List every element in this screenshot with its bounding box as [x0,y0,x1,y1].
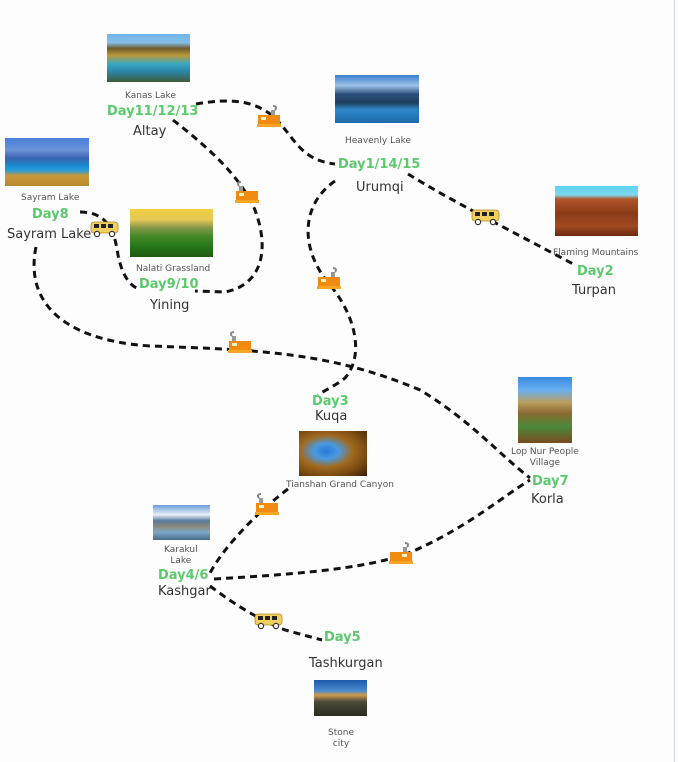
day-label-tashkurgan: Day5 [324,630,361,645]
route-urumqi-kuqa [306,179,358,397]
heavenly-lake-photo [335,75,419,123]
day-label-sayram: Day8 [32,207,69,222]
train-icon [255,493,279,515]
caption-flaming-mountains: Flaming Mountains [553,248,639,258]
karakul-lake-photo [153,505,210,540]
route-altay-yining [172,118,264,294]
van-icon [254,613,283,630]
caption-line: Stone [328,728,354,738]
flaming-mountains-photo [555,186,638,236]
route-urumqi-turpan [407,172,576,267]
route-sayram-korla [32,246,531,480]
city-label-korla: Korla [531,492,564,507]
day-label-yining: Day9/10 [139,277,199,292]
caption-karakul-lake: Karakul Lake [164,545,198,567]
city-label-altay: Altay [133,124,167,139]
city-label-urumqi: Urumqi [356,180,404,195]
city-label-sayram: Sayram Lake [7,227,92,242]
train-icon [257,105,281,127]
stone-city-photo [314,680,367,716]
van-icon [90,221,119,238]
route-altay-urumqi [195,99,336,166]
day-label-kashgar: Day4/6 [158,568,209,583]
train-icon [317,267,341,289]
route-sayram-yining [79,210,141,291]
day-label-korla: Day7 [532,474,569,489]
city-label-yining: Yining [150,298,190,313]
caption-tianshan-grand-canyon: Tianshan Grand Canyon [286,480,394,490]
caption-line: Lake [170,556,192,566]
caption-line: Karakul [164,545,198,555]
city-label-kuqa: Kuqa [315,409,348,424]
frame-edge [674,0,675,762]
van-icon [471,209,500,226]
day-label-urumqi: Day1/14/15 [338,157,421,172]
train-icon [228,331,252,353]
caption-line: Village [529,458,561,468]
route-kashgar-tashkurgan [209,584,323,642]
caption-sayram-lake: Sayram Lake [21,193,80,203]
nalati-grassland-photo [130,209,213,257]
caption-heavenly-lake: Heavenly Lake [345,136,412,146]
city-label-tashkurgan: Tashkurgan [309,656,383,671]
city-label-kashgar: Kashgar [158,584,211,599]
caption-nalati-grassland: Nalati Grassland [136,264,211,274]
route-kashgar-korla [213,478,531,581]
caption-line: city [332,739,350,749]
tianshan-grand-canyon-photo [299,431,367,476]
caption-kanas-lake: Kanas Lake [125,91,176,101]
caption-lop-nur-village: Lop Nur People Village [511,447,579,469]
lop-nur-village-photo [518,377,572,443]
kanas-lake-photo [107,34,190,82]
sayram-lake-photo [5,138,89,186]
train-icon [389,542,413,564]
caption-stone-city: Stone city [328,728,354,750]
day-label-altay: Day11/12/13 [107,104,199,119]
day-label-kuqa: Day3 [312,394,349,409]
city-label-turpan: Turpan [572,283,617,298]
day-label-turpan: Day2 [577,264,614,279]
train-icon [235,181,259,203]
caption-line: Lop Nur People [511,447,579,457]
